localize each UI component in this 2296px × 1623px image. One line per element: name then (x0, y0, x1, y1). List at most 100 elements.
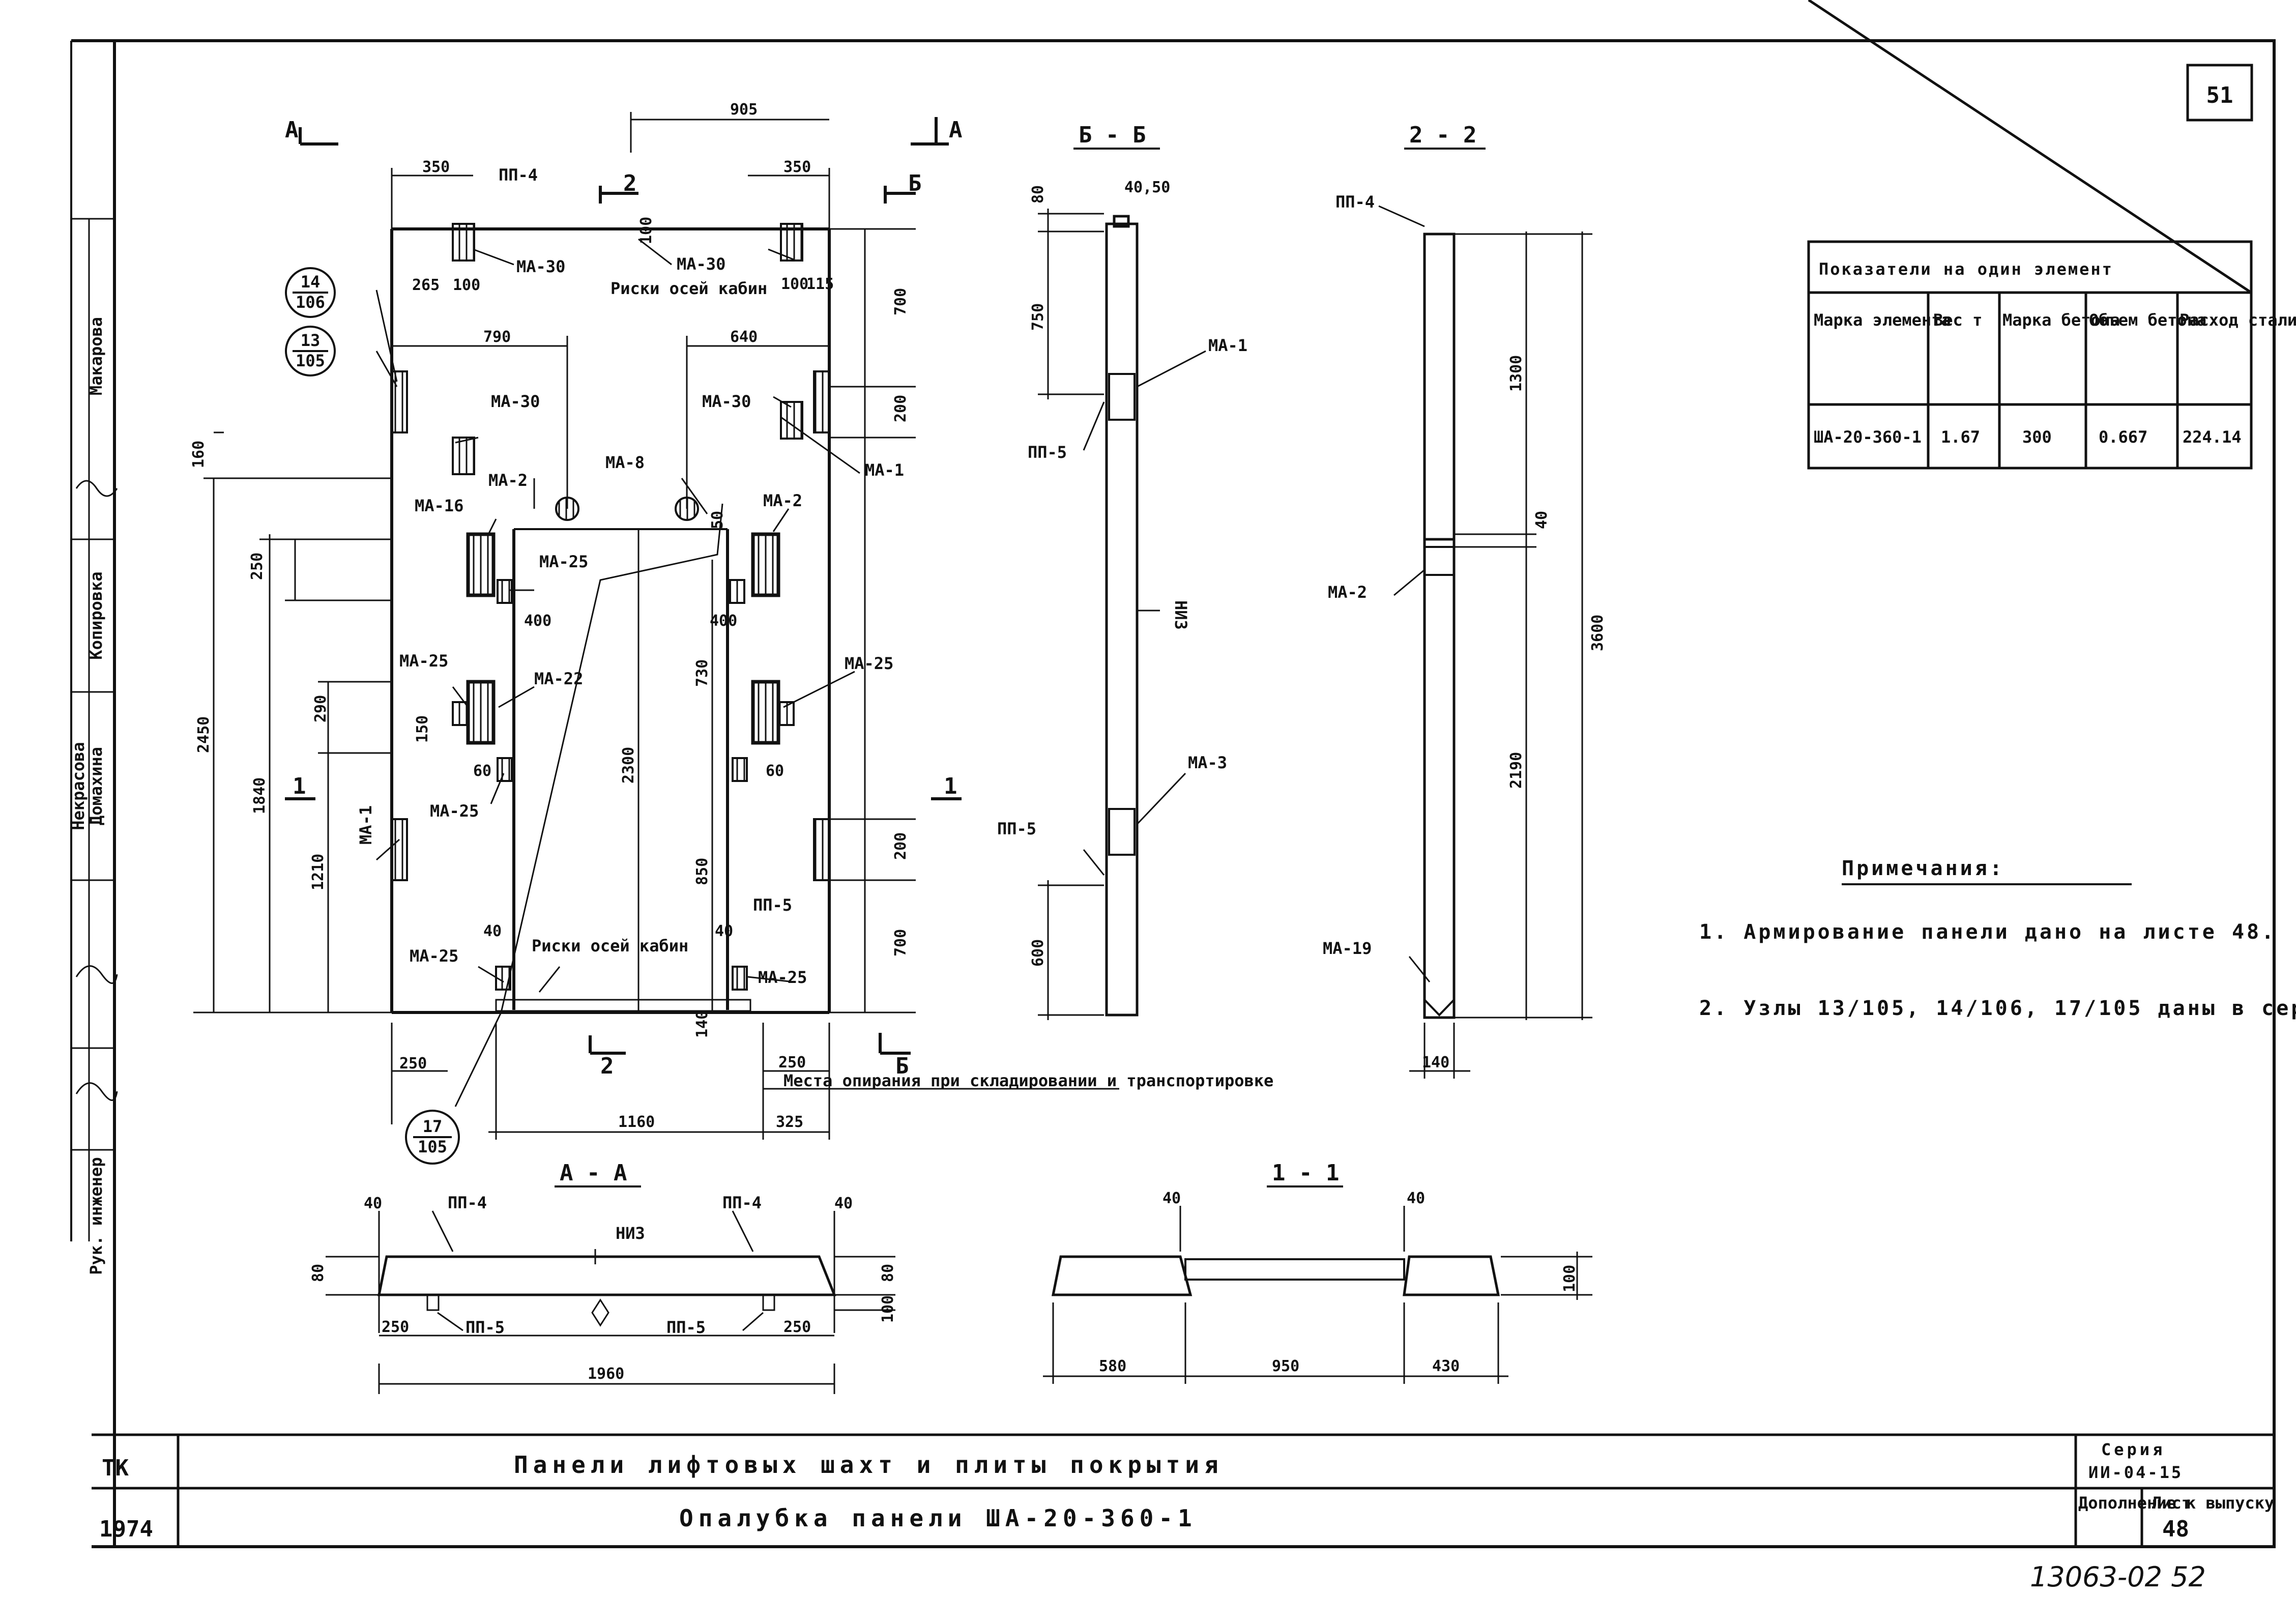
indicator-table: Показатели на один элемент Марка элемент… (1807, 0, 2296, 470)
section-mark-b-bottom: Б (895, 1053, 909, 1079)
section-11-title: 1 - 1 (1272, 1160, 1339, 1186)
table-header-concrete-volume: Объем бетона (2089, 310, 2206, 330)
aa-dim-1960: 1960 (588, 1365, 624, 1383)
dim-1210: 1210 (309, 854, 327, 890)
dim-640: 640 (730, 328, 758, 346)
label-ma25-b: МА-25 (399, 651, 448, 671)
dim-140: 140 (693, 1010, 711, 1038)
section-mark-1-right: 1 (944, 773, 957, 799)
bb-dim-4050: 40,50 (1124, 179, 1170, 196)
section-mark-a-left: А (285, 117, 299, 143)
label-lift-note: Места опирания при складировании и транс… (783, 1071, 1273, 1090)
table-header-concrete-grade: Марка бетона (2002, 310, 2120, 330)
s22-label-ma2: МА-2 (1328, 583, 1367, 602)
aa-label-pp4-right: ПП-4 (722, 1193, 762, 1212)
svg-text:13: 13 (301, 331, 321, 350)
stamp-name-2: Копировка (86, 571, 106, 659)
label-ma1-left: МА-1 (356, 805, 375, 845)
dim-350-right: 350 (783, 158, 811, 176)
section-bb-title: Б - Б (1079, 122, 1146, 148)
table-cell-grade: 300 (2022, 427, 2052, 447)
issue-label: Дополнение к выпуску (2078, 1493, 2274, 1513)
dim-250-bottom-right: 250 (778, 1054, 806, 1071)
dim-100-b: 100 (781, 275, 808, 293)
label-axis-bottom: Риски осей кабин (532, 936, 688, 955)
dim-60-left: 60 (473, 762, 491, 780)
dim-730: 730 (693, 659, 711, 687)
dim-115: 115 (806, 275, 834, 293)
s11-dim-40-left: 40 (1162, 1190, 1181, 1207)
s11-dim-40-right: 40 (1407, 1190, 1425, 1207)
dim-250-bottom-left: 250 (399, 1055, 427, 1073)
aa-label-pp4-left: ПП-4 (448, 1193, 487, 1212)
bb-label-pp5-top: ПП-5 (1028, 443, 1067, 462)
label-pp4: ПП-4 (499, 165, 538, 185)
notes-heading: Примечания: (1842, 857, 2004, 880)
s11-dim-430: 430 (1432, 1357, 1460, 1375)
dim-265: 265 (412, 276, 440, 294)
s22-dim-3600: 3600 (1589, 615, 1607, 651)
footer-stamp: 13063-02 52 (2030, 1561, 2206, 1593)
aa-dim-100: 100 (879, 1295, 897, 1323)
label-ma25-f: МА-25 (758, 968, 807, 987)
label-ma30-a: МА-30 (516, 257, 565, 276)
svg-text:17: 17 (423, 1117, 443, 1136)
stamp-name-3: Некрасова (69, 742, 88, 830)
title-year: 1974 (99, 1516, 153, 1542)
sheet-label: Лист (2152, 1493, 2191, 1513)
aa-dim-80-right: 80 (879, 1264, 897, 1282)
dim-2300: 2300 (620, 747, 637, 784)
label-ma25-c: МА-25 (845, 654, 893, 673)
s22-dim-140: 140 (1422, 1054, 1449, 1071)
bb-dim-600: 600 (1029, 939, 1047, 967)
stamp-name-4: Домахина (86, 747, 106, 825)
label-ma25-d: МА-25 (430, 801, 479, 821)
bb-label-pp5-bottom: ПП-5 (997, 819, 1036, 838)
title-org: ТК (102, 1455, 129, 1481)
sheet-value: 48 (2162, 1516, 2189, 1542)
embedded-parts (391, 223, 830, 991)
label-ma8: МА-8 (605, 453, 645, 472)
s22-dim-2190: 2190 (1507, 752, 1525, 789)
dim-290: 290 (312, 695, 330, 722)
table-cell-volume: 0.667 (2099, 427, 2147, 447)
dim-700-bottom: 700 (892, 929, 910, 957)
section-mark-a-right: А (949, 117, 963, 143)
s22-label-pp4: ПП-4 (1335, 192, 1375, 212)
s22-label-ma19: МА-19 (1323, 939, 1372, 958)
label-ma30-b: МА-30 (677, 254, 725, 274)
dim-790: 790 (483, 328, 511, 346)
main-view: А А 2 2 Б Б 1 1 905 350 350 265 100 100 … (190, 101, 1273, 1165)
title-block: ТК 1974 Панели лифтовых шахт и плиты пок… (92, 1433, 2274, 1548)
label-ma30-d: МА-30 (702, 392, 751, 411)
aa-label-niz: НИЗ (616, 1224, 645, 1243)
note-item-1: 1. Армирование панели дано на листе 48. (1699, 920, 2276, 944)
section-mark-1-left: 1 (293, 773, 306, 799)
dim-100-c: 100 (637, 217, 655, 244)
table-caption: Показатели на один элемент (1819, 259, 2113, 279)
table-cell-weight: 1.67 (1941, 427, 1980, 447)
label-ma22: МА-22 (534, 669, 583, 688)
aa-dim-250-right: 250 (783, 1318, 811, 1336)
aa-dim-250-left: 250 (382, 1318, 409, 1336)
node-callout-14-106: 14 106 (285, 267, 336, 318)
section-mark-2-top: 2 (623, 170, 637, 196)
aa-label-pp5-left: ПП-5 (466, 1318, 505, 1337)
dim-200-bottom: 200 (892, 832, 910, 860)
s22-dim-40: 40 (1533, 511, 1551, 529)
s11-dim-580: 580 (1099, 1357, 1126, 1375)
dim-200-top: 200 (892, 395, 910, 422)
dim-60-lower: 40 (483, 922, 502, 940)
section-mark-b-top: Б (908, 170, 922, 196)
label-ma1-right: МА-1 (865, 460, 904, 480)
signature-2 (75, 965, 118, 984)
aa-dim-40-left: 40 (364, 1195, 382, 1212)
signature-3 (75, 1082, 118, 1101)
note-item-2: 2. Узлы 13/105, 14/106, 17/105 даны в се… (1699, 997, 2296, 1020)
bb-dim-80: 80 (1029, 185, 1047, 204)
bb-label-ma1: МА-1 (1208, 336, 1247, 355)
section-22: 2 - 2 ПП-4 МА-2 МА-19 1300 40 3600 2190 … (1323, 122, 1607, 1079)
table-header-steel: Расход стали кг (2179, 310, 2296, 330)
dim-2450: 2450 (195, 716, 213, 753)
notes: Примечания: 1. Армирование панели дано н… (1699, 857, 2296, 1020)
